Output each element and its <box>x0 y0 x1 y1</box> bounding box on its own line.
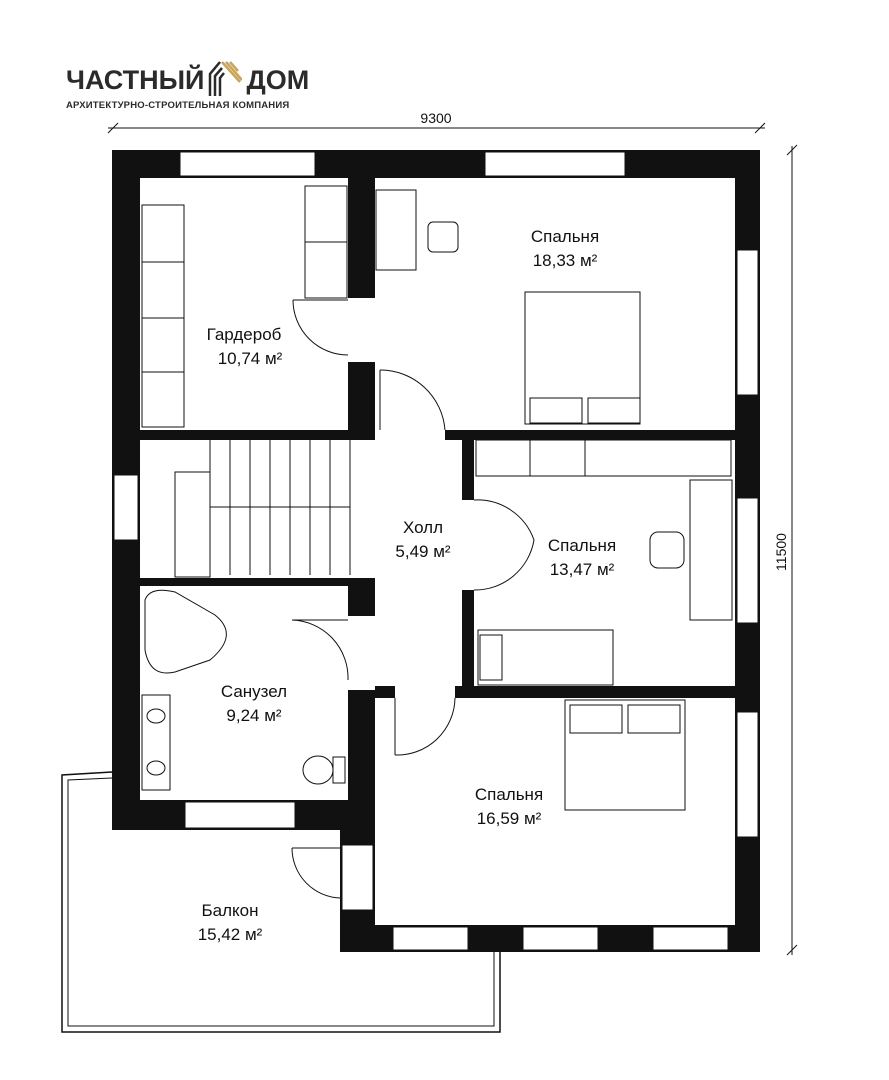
width-dimension <box>107 122 766 134</box>
svg-text:Спальня: Спальня <box>475 785 543 804</box>
furniture <box>141 185 733 811</box>
height-dimension-label: 11500 <box>773 533 789 571</box>
room-label-balcony: Балкон 15,42 м² <box>198 901 263 944</box>
svg-text:Санузел: Санузел <box>221 682 287 701</box>
room-label-wardrobe: Гардероб 10,74 м² <box>207 325 283 368</box>
svg-text:Спальня: Спальня <box>548 536 616 555</box>
svg-text:16,59 м²: 16,59 м² <box>477 809 542 828</box>
svg-text:Гардероб: Гардероб <box>207 325 282 344</box>
svg-text:18,33 м²: 18,33 м² <box>533 251 598 270</box>
svg-text:Спальня: Спальня <box>531 227 599 246</box>
windows <box>113 151 759 951</box>
svg-text:15,42 м²: 15,42 м² <box>198 925 263 944</box>
room-label-bedroom-3: Спальня 16,59 м² <box>475 785 543 828</box>
logo-subtitle: АРХИТЕКТУРНО-СТРОИТЕЛЬНАЯ КОМПАНИЯ <box>66 100 290 111</box>
svg-text:13,47 м²: 13,47 м² <box>550 560 615 579</box>
logo-name-right: ДОМ <box>246 65 310 95</box>
svg-text:Холл: Холл <box>403 518 443 537</box>
svg-text:10,74 м²: 10,74 м² <box>218 349 283 368</box>
house-logo-icon <box>209 61 243 96</box>
company-logo: ЧАСТНЫЙ ДОМ АРХИТЕКТУРНО-СТРОИТЕЛЬНАЯ КО… <box>66 60 309 111</box>
room-label-bedroom-2: Спальня 13,47 м² <box>548 536 616 579</box>
svg-text:5,49 м²: 5,49 м² <box>395 542 450 561</box>
height-dimension <box>786 144 798 956</box>
balcony-outline <box>61 771 501 1033</box>
room-label-bathroom: Санузел 9,24 м² <box>221 682 287 725</box>
logo-name-left: ЧАСТНЫЙ <box>66 65 205 95</box>
doors <box>291 299 535 899</box>
room-label-hall: Холл 5,49 м² <box>395 518 450 561</box>
room-label-bedroom-1: Спальня 18,33 м² <box>531 227 599 270</box>
width-dimension-label: 9300 <box>420 110 451 126</box>
svg-text:9,24 м²: 9,24 м² <box>226 706 281 725</box>
svg-text:Балкон: Балкон <box>201 901 258 920</box>
